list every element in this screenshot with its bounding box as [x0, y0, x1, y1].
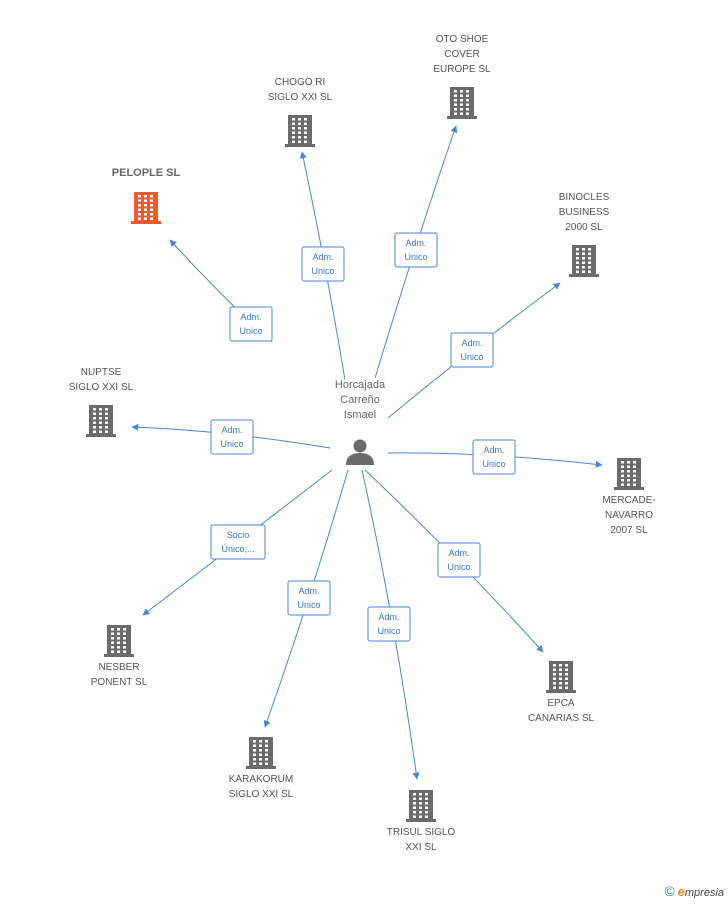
- role-text: Adm.: [448, 548, 469, 558]
- company-label: CANARIAS SL: [528, 713, 595, 724]
- company-node-mercade[interactable]: MERCADE- NAVARRO 2007 SL: [602, 458, 656, 536]
- person-icon[interactable]: [346, 439, 374, 466]
- person-label: Carreño: [340, 394, 380, 406]
- company-label: 2000 SL: [565, 222, 603, 233]
- company-label: NAVARRO: [605, 510, 653, 521]
- role-text: Unico: [404, 252, 427, 262]
- building-icon: [86, 405, 116, 437]
- role-box-karakorum[interactable]: Adm. Unico: [287, 580, 331, 616]
- edges-layer: [131, 125, 603, 780]
- company-node-chogo[interactable]: CHOGO RI SIGLO XXI SL: [268, 77, 333, 147]
- nodes-layer: PELOPLE SL CHOGO RI SIGLO XXI SL OTO SHOE CO…: [69, 34, 656, 853]
- role-text: Adm.: [240, 312, 261, 322]
- role-box-mercade[interactable]: Adm. Unico: [472, 439, 516, 475]
- company-node-pelople[interactable]: PELOPLE SL: [112, 167, 181, 224]
- building-icon: [447, 87, 477, 119]
- company-label: PELOPLE SL: [112, 167, 181, 179]
- role-box-chogo[interactable]: Adm. Unico: [301, 246, 345, 282]
- company-label: BUSINESS: [559, 207, 610, 218]
- company-label: EPCA: [547, 698, 575, 709]
- company-label: 2007 SL: [610, 525, 648, 536]
- company-label: SIGLO XXI SL: [268, 92, 333, 103]
- role-box-trisul[interactable]: Adm. Unico: [367, 606, 411, 642]
- role-box-nesber[interactable]: SocioÚnico,...: [210, 524, 266, 560]
- role-text: Unico: [447, 562, 470, 572]
- company-label: XXI SL: [405, 842, 437, 853]
- building-icon: [569, 245, 599, 277]
- role-text: Adm.: [221, 425, 242, 435]
- role-text: Adm.: [461, 338, 482, 348]
- role-text: Unico: [482, 459, 505, 469]
- role-box-binocles[interactable]: Adm. Unico: [450, 332, 494, 368]
- role-box-nuptse[interactable]: Adm. Unico: [210, 419, 254, 455]
- role-box-otoshoe[interactable]: Adm. Unico: [394, 232, 438, 268]
- role-text: Unico: [460, 352, 483, 362]
- company-node-nuptse[interactable]: NUPTSE SIGLO XXI SL: [69, 367, 134, 437]
- company-label: BINOCLES: [559, 192, 610, 203]
- company-label: NESBER: [98, 662, 139, 673]
- company-node-binocles[interactable]: BINOCLES BUSINESS 2000 SL: [559, 192, 610, 277]
- building-icon: [131, 192, 161, 224]
- person-label: Ismael: [344, 409, 376, 421]
- role-text: Adm.: [298, 586, 319, 596]
- copyright-footer: ©empresia: [664, 883, 724, 899]
- role-text: Adm.: [312, 252, 333, 262]
- company-label: KARAKORUM: [229, 774, 293, 785]
- role-text: Unico: [297, 600, 320, 610]
- role-text: Unico: [311, 266, 334, 276]
- building-icon: [104, 625, 134, 657]
- role-text: Unico: [220, 439, 243, 449]
- company-node-karakorum[interactable]: KARAKORUM SIGLO XXI SL: [229, 737, 294, 800]
- company-label: SIGLO XXI SL: [229, 789, 294, 800]
- person-label: Horcajada: [335, 379, 386, 391]
- company-node-epca[interactable]: EPCA CANARIAS SL: [528, 661, 595, 724]
- role-text: Único,...: [221, 544, 254, 554]
- copyright-icon: ©: [664, 883, 675, 899]
- building-icon: [614, 458, 644, 490]
- company-node-trisul[interactable]: TRISUL SIGLO XXI SL: [387, 790, 456, 853]
- company-label: EUROPE SL: [433, 64, 491, 75]
- role-box-epca[interactable]: Adm. Unico: [437, 542, 481, 578]
- building-icon: [246, 737, 276, 769]
- building-icon: [285, 115, 315, 147]
- role-text: Unico: [239, 326, 262, 336]
- role-text: Adm.: [483, 445, 504, 455]
- building-icon: [406, 790, 436, 822]
- brand-logo-initial: e: [677, 884, 685, 899]
- role-text: Socio: [227, 530, 250, 540]
- building-icon: [546, 661, 576, 693]
- company-label: OTO SHOE: [436, 34, 489, 45]
- roles-layer: Adm.UnicoAdm.UnicoAdm.UnicoAdm.UnicoAdm.…: [210, 232, 516, 642]
- role-text: Adm.: [405, 238, 426, 248]
- company-node-nesber[interactable]: NESBER PONENT SL: [91, 625, 148, 688]
- company-label: COVER: [444, 49, 480, 60]
- role-text: Unico: [377, 626, 400, 636]
- company-node-otoshoe[interactable]: OTO SHOE COVER EUROPE SL: [433, 34, 491, 119]
- company-label: TRISUL SIGLO: [387, 827, 456, 838]
- role-box-pelople[interactable]: Adm. Unico: [229, 306, 273, 342]
- company-label: NUPTSE: [81, 367, 122, 378]
- company-label: PONENT SL: [91, 677, 148, 688]
- company-label: SIGLO XXI SL: [69, 382, 134, 393]
- role-text: Adm.: [378, 612, 399, 622]
- company-label: MERCADE-: [602, 495, 655, 506]
- brand-logo-text: mpresia: [684, 887, 724, 899]
- company-label: CHOGO RI: [275, 77, 326, 88]
